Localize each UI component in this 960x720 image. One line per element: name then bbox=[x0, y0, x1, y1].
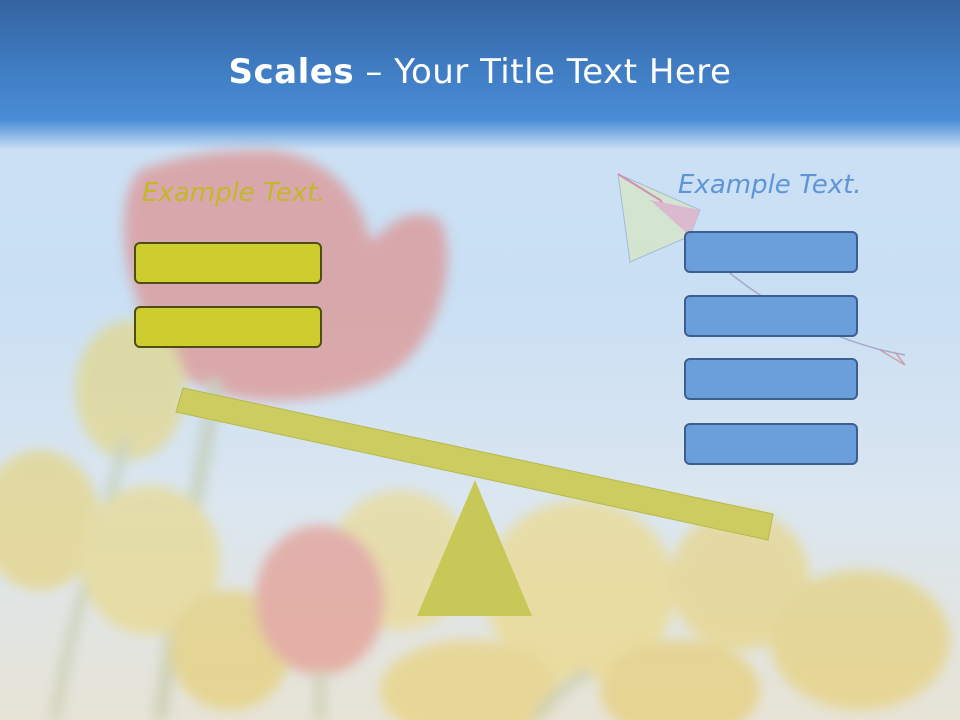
slide-title: Scales – Your Title Text Here bbox=[0, 52, 960, 92]
scale-beam bbox=[175, 387, 774, 541]
right-box-3 bbox=[684, 358, 858, 400]
left-box-2 bbox=[134, 306, 322, 348]
title-bar bbox=[0, 0, 960, 150]
title-rest: – Your Title Text Here bbox=[354, 52, 732, 92]
right-box-1 bbox=[684, 231, 858, 273]
title-bold: Scales bbox=[228, 52, 355, 92]
scale-fulcrum bbox=[417, 480, 532, 616]
right-box-4 bbox=[684, 423, 858, 465]
right-box-2 bbox=[684, 295, 858, 337]
left-label: Example Text. bbox=[142, 178, 326, 208]
right-label: Example Text. bbox=[678, 170, 862, 200]
left-box-1 bbox=[134, 242, 322, 284]
